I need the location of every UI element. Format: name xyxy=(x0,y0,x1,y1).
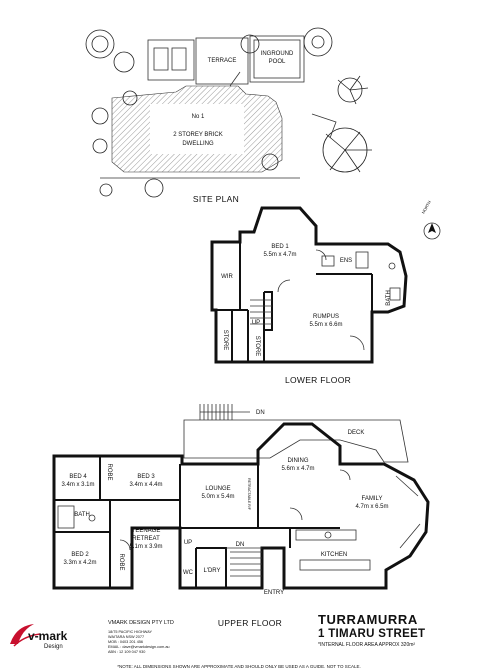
company-address-1: 18/75 PACIFIC HIGHWAY xyxy=(108,630,152,634)
company-name: VMARK DESIGN PTY LTD xyxy=(108,620,174,626)
company-abn: ABN : 12 109 047 930 xyxy=(108,650,145,654)
lf-rumpus-size: 5.5m x 6.6m xyxy=(309,322,342,328)
uf-dining-label: DINING xyxy=(288,458,309,464)
uf-family-size: 4.7m x 6.5m xyxy=(355,504,388,510)
logo-text: v-mark xyxy=(28,629,68,643)
internal-floor-area: *INTERNAL FLOOR AREA APPROX 320m² xyxy=(318,642,415,648)
site-terrace-label: TERRACE xyxy=(208,58,237,64)
upper-floor-title: UPPER FLOOR xyxy=(218,618,282,628)
uf-retractable-label: RETRACTABLE R/F xyxy=(247,478,251,510)
site-terrace xyxy=(195,37,249,85)
uf-family-label: FAMILY xyxy=(362,496,383,502)
site-pool-label-1: INGROUND xyxy=(261,51,294,57)
uf-robe1-label: ROBE xyxy=(106,463,112,480)
uf-bed3-label: BED 3 xyxy=(137,474,155,480)
uf-bed2-label: BED 2 xyxy=(71,552,89,558)
uf-dn-top-label: DN xyxy=(256,410,265,416)
site-house-label-1: No 1 xyxy=(192,114,205,120)
uf-robe2-label: ROBE xyxy=(118,553,124,570)
site-trees xyxy=(85,27,372,198)
property-street: 1 TIMARU STREET xyxy=(318,628,425,640)
uf-deck xyxy=(183,419,409,463)
footer: v-mark Design VMARK DESIGN PTY LTD 18/75… xyxy=(10,612,425,669)
company-address-2: WAITARA NSW 2077 xyxy=(108,635,144,639)
site-plan: TERRACE INGROUND POOL No 1 2 STOREY BRIC… xyxy=(85,27,441,240)
uf-teen-label-2: RETREAT xyxy=(132,536,160,542)
lower-floor-plan: BED 1 5.5m x 4.7m ENS WIR BATH RUMPUS 5.… xyxy=(210,206,408,385)
uf-bed3-size: 3.4m x 4.4m xyxy=(129,482,162,488)
lf-ens-label: ENS xyxy=(340,258,352,264)
lf-store1-label: STORE xyxy=(222,330,228,351)
vmark-logo xyxy=(10,624,41,647)
lf-rumpus-label: RUMPUS xyxy=(313,314,339,320)
uf-ldry-label: L'DRY xyxy=(203,568,220,574)
uf-lounge-size: 5.0m x 5.4m xyxy=(201,494,234,500)
uf-dn-label: DN xyxy=(236,542,245,548)
lf-store2-label: STORE xyxy=(254,336,260,357)
uf-bed2-size: 3.3m x 4.2m xyxy=(63,560,96,566)
north-arrow: NORTH xyxy=(421,200,441,240)
north-label: NORTH xyxy=(421,200,432,215)
uf-bed4-label: BED 4 xyxy=(69,474,87,480)
uf-deck-label: DECK xyxy=(348,430,365,436)
company-mob: MOB : 0403 201 456 xyxy=(108,640,143,644)
site-house-label-3: DWELLING xyxy=(182,141,214,147)
uf-lounge-label: LOUNGE xyxy=(205,486,230,492)
uf-wc-label: WC xyxy=(183,570,194,576)
uf-bath-label: BATH xyxy=(74,512,90,518)
uf-up-label: UP xyxy=(184,540,192,546)
property-suburb: TURRAMURRA xyxy=(318,612,418,627)
site-house-label-2: 2 STOREY BRICK xyxy=(173,132,222,138)
lf-up-label: UP xyxy=(252,320,260,326)
site-pool-label-2: POOL xyxy=(269,59,286,65)
site-carport xyxy=(147,39,195,81)
site-plan-title: SITE PLAN xyxy=(193,194,239,204)
company-email: EMAIL : dave@vmarkdesign.com.au xyxy=(108,645,170,649)
upper-floor-plan: DN DECK DINING 5.6m x 4.7m LOUNG xyxy=(52,404,430,628)
lf-bed1-size: 5.5m x 4.7m xyxy=(263,252,296,258)
lower-floor-title: LOWER FLOOR xyxy=(285,375,351,385)
uf-dining-size: 5.6m x 4.7m xyxy=(281,466,314,472)
uf-entry-label: ENTRY xyxy=(264,590,284,596)
disclaimer: *NOTE: ALL DIMENSIONS SHOWN ARE APPROXIM… xyxy=(117,664,360,669)
lf-bed1-label: BED 1 xyxy=(271,244,289,250)
uf-kitchen-label: KITCHEN xyxy=(321,552,347,558)
lf-wir-label: WIR xyxy=(221,274,233,280)
uf-teen-size: 5.1m x 3.9m xyxy=(129,544,162,550)
site-pool xyxy=(249,35,305,83)
uf-bed4-size: 3.4m x 3.1m xyxy=(61,482,94,488)
lf-bath-label: BATH xyxy=(386,290,392,306)
logo-sub: Design xyxy=(44,644,63,650)
uf-teen-label-1: TEENAGE xyxy=(132,528,161,534)
